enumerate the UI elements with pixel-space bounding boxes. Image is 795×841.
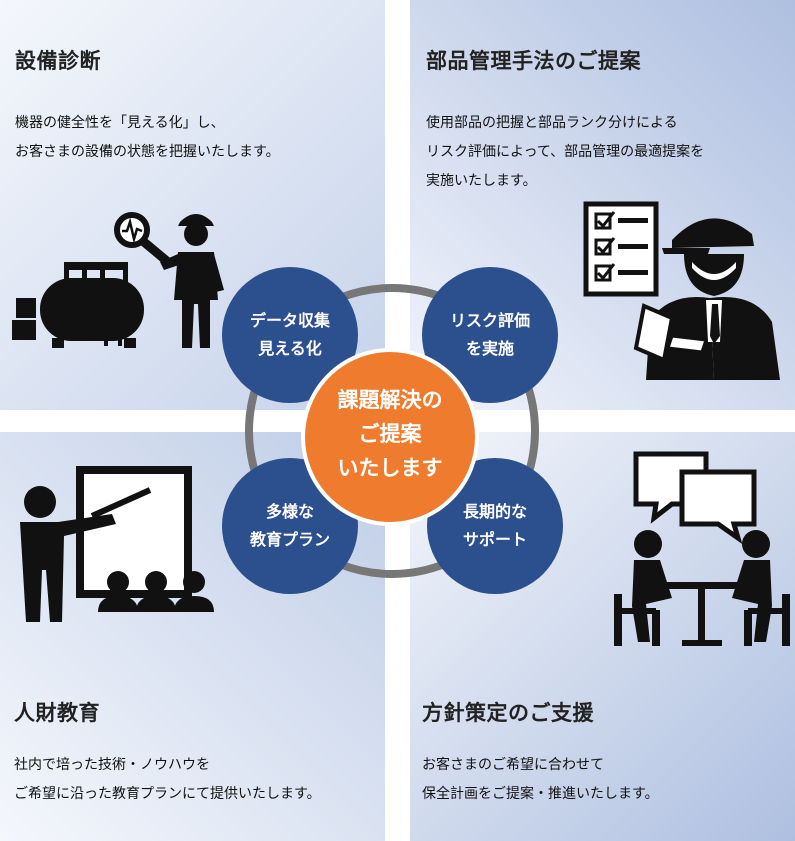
circle-label-long-term-support: 長期的な サポート: [462, 502, 527, 549]
center-label: 課題解決の ご提案 いたします: [337, 388, 443, 480]
quadrant-title: 設備診断: [15, 49, 101, 73]
circle-risk-evaluation: [422, 267, 558, 403]
checklist-inspector-icon: [583, 201, 780, 380]
presentation-training-icon: [20, 466, 214, 622]
quadrant-description: 機器の健全性を「見える化」し、 お客さまの設備の状態を把握いたします。: [15, 115, 280, 160]
quadrant-title: 部品管理手法のご提案: [426, 49, 641, 73]
connector-ring: [245, 284, 539, 578]
quadrant-description: 使用部品の把握と部品ランク分けによる リスク評価によって、部品管理の最適提案を …: [426, 115, 705, 189]
circle-label-education-plan: 多様な 教育プラン: [249, 502, 330, 549]
quadrant-description: お客さまのご希望に合わせて 保全計画をご提案・推進いたします。: [422, 757, 659, 802]
circle-data-collection: [222, 267, 358, 403]
meeting-discussion-icon: [614, 451, 790, 646]
quadrant-title: 人財教育: [14, 701, 100, 725]
circle-center-solution: [301, 348, 479, 526]
circle-label-risk-evaluation: リスク評価 を実施: [449, 311, 530, 358]
circle-long-term-support: [427, 458, 563, 594]
quadrant-title: 方針策定のご支援: [422, 701, 594, 725]
equipment-inspection-icon: [12, 212, 224, 348]
quadrant-description: 社内で培った技術・ノウハウを ご希望に沿った教育プランにて提供いたします。: [14, 757, 321, 802]
quadrant-parts-management: 部品管理手法のご提案 使用部品の把握と部品ランク分けによる リスク評価によって、…: [410, 0, 795, 410]
circle-label-data-collection: データ収集 見える化: [249, 311, 330, 358]
quadrant-equipment-diagnosis: 設備診断 機器の健全性を「見える化」し、 お客さまの設備の状態を把握いたします。: [0, 0, 385, 410]
